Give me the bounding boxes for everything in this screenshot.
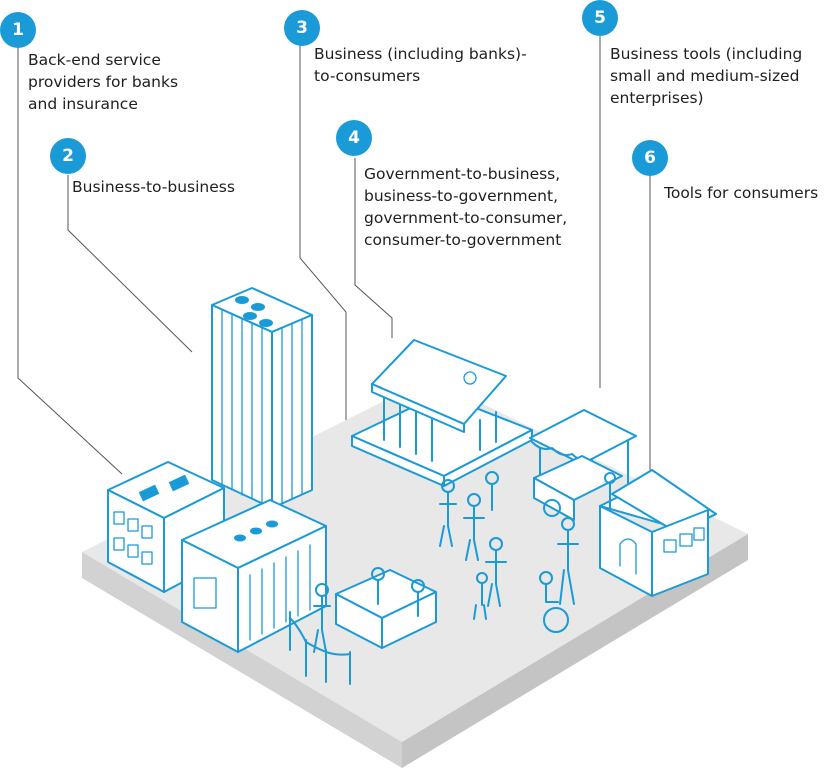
callout-badge-5: 5 (582, 0, 618, 36)
leader-lines (17, 35, 651, 560)
people (313, 471, 616, 653)
person (371, 567, 385, 605)
person (485, 537, 507, 607)
person-wheelchair (539, 571, 569, 633)
person (439, 479, 457, 547)
business-building (181, 499, 327, 653)
government-building (351, 339, 533, 487)
callout-badge-2: 2 (50, 138, 86, 174)
leader-1 (17, 45, 123, 475)
callout-label-3: Business (including banks)- to-consumers (314, 45, 527, 85)
house (599, 469, 717, 597)
person (463, 493, 485, 561)
callout-label-5: Business tools (including small and medi… (610, 45, 803, 107)
person (411, 579, 425, 617)
person (473, 572, 488, 620)
callout-badge-6: 6 (632, 140, 668, 176)
callout-label-4: Government-to-business, business-to-gove… (364, 165, 568, 249)
market-stall (529, 409, 637, 521)
callout-badge-3: 3 (284, 10, 320, 46)
person (313, 583, 331, 653)
callout-label-1: Back-end service providers for banks and… (28, 51, 179, 113)
leader-4 (354, 158, 393, 338)
person (485, 471, 499, 511)
office-tower (211, 287, 313, 509)
callout-label-2: Business-to-business (72, 178, 235, 196)
callout-badge-1: 1 (0, 12, 36, 48)
service-counter (289, 569, 437, 685)
callout-badge-4: 4 (336, 120, 372, 156)
leader-2 (67, 175, 193, 353)
callout-label-6: Tools for consumers (664, 184, 819, 202)
person (604, 472, 616, 510)
person (557, 517, 579, 605)
